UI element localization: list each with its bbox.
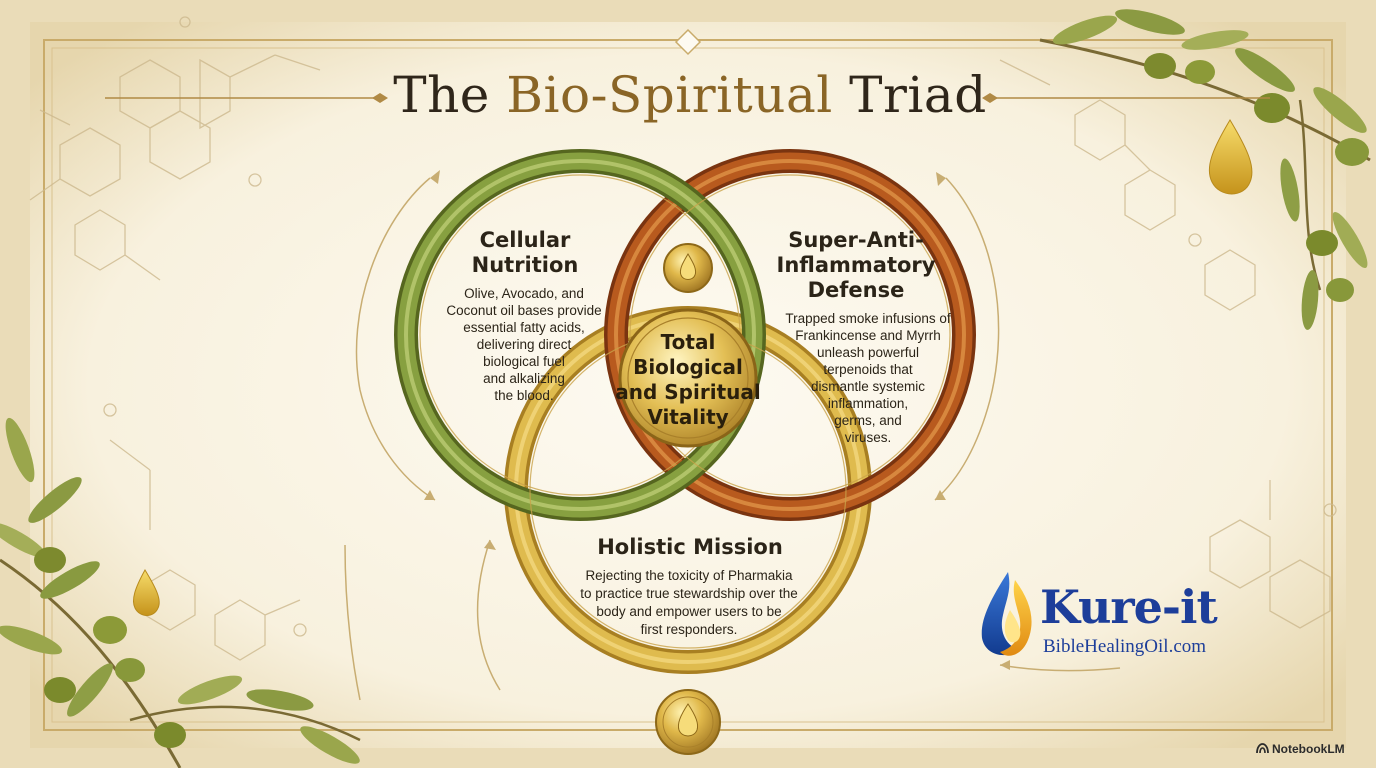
kure-it-flame-icon	[981, 572, 1032, 656]
cellular-nutrition-body: Olive, Avocado, and Coconut oil bases pr…	[446, 286, 602, 403]
olive-branch-bottom-left	[0, 417, 361, 768]
holistic-mission-heading: Holistic Mission	[597, 535, 783, 559]
flow-arrows	[344, 177, 1121, 701]
center-vitality-label: Total Biological and Spiritual Vitality	[615, 330, 761, 429]
olive-branch-top-right	[1039, 9, 1371, 330]
center-medallion	[618, 308, 758, 448]
title-accent: Bio-Spiritual	[506, 66, 833, 124]
cellular-nutrition-heading: Cellular Nutrition	[471, 228, 579, 277]
venn-diagram	[394, 149, 976, 674]
title-main: The	[393, 66, 507, 124]
notebooklm-icon	[1256, 743, 1269, 754]
page-title: The Bio-Spiritual Triad	[340, 66, 1040, 124]
brand-name: Kure-it	[1040, 580, 1218, 634]
anti-inflammatory-heading: Super-Anti- Inflammatory Defense	[776, 228, 936, 302]
anti-inflammatory-body: Trapped smoke infusions of Frankincense …	[785, 311, 951, 445]
brand-website: BibleHealingOil.com	[1043, 636, 1207, 657]
title-tail: Triad	[832, 66, 987, 124]
notebooklm-watermark: NotebookLM	[1272, 742, 1345, 756]
holistic-mission-body: Rejecting the toxicity of Pharmakia to p…	[580, 568, 798, 637]
